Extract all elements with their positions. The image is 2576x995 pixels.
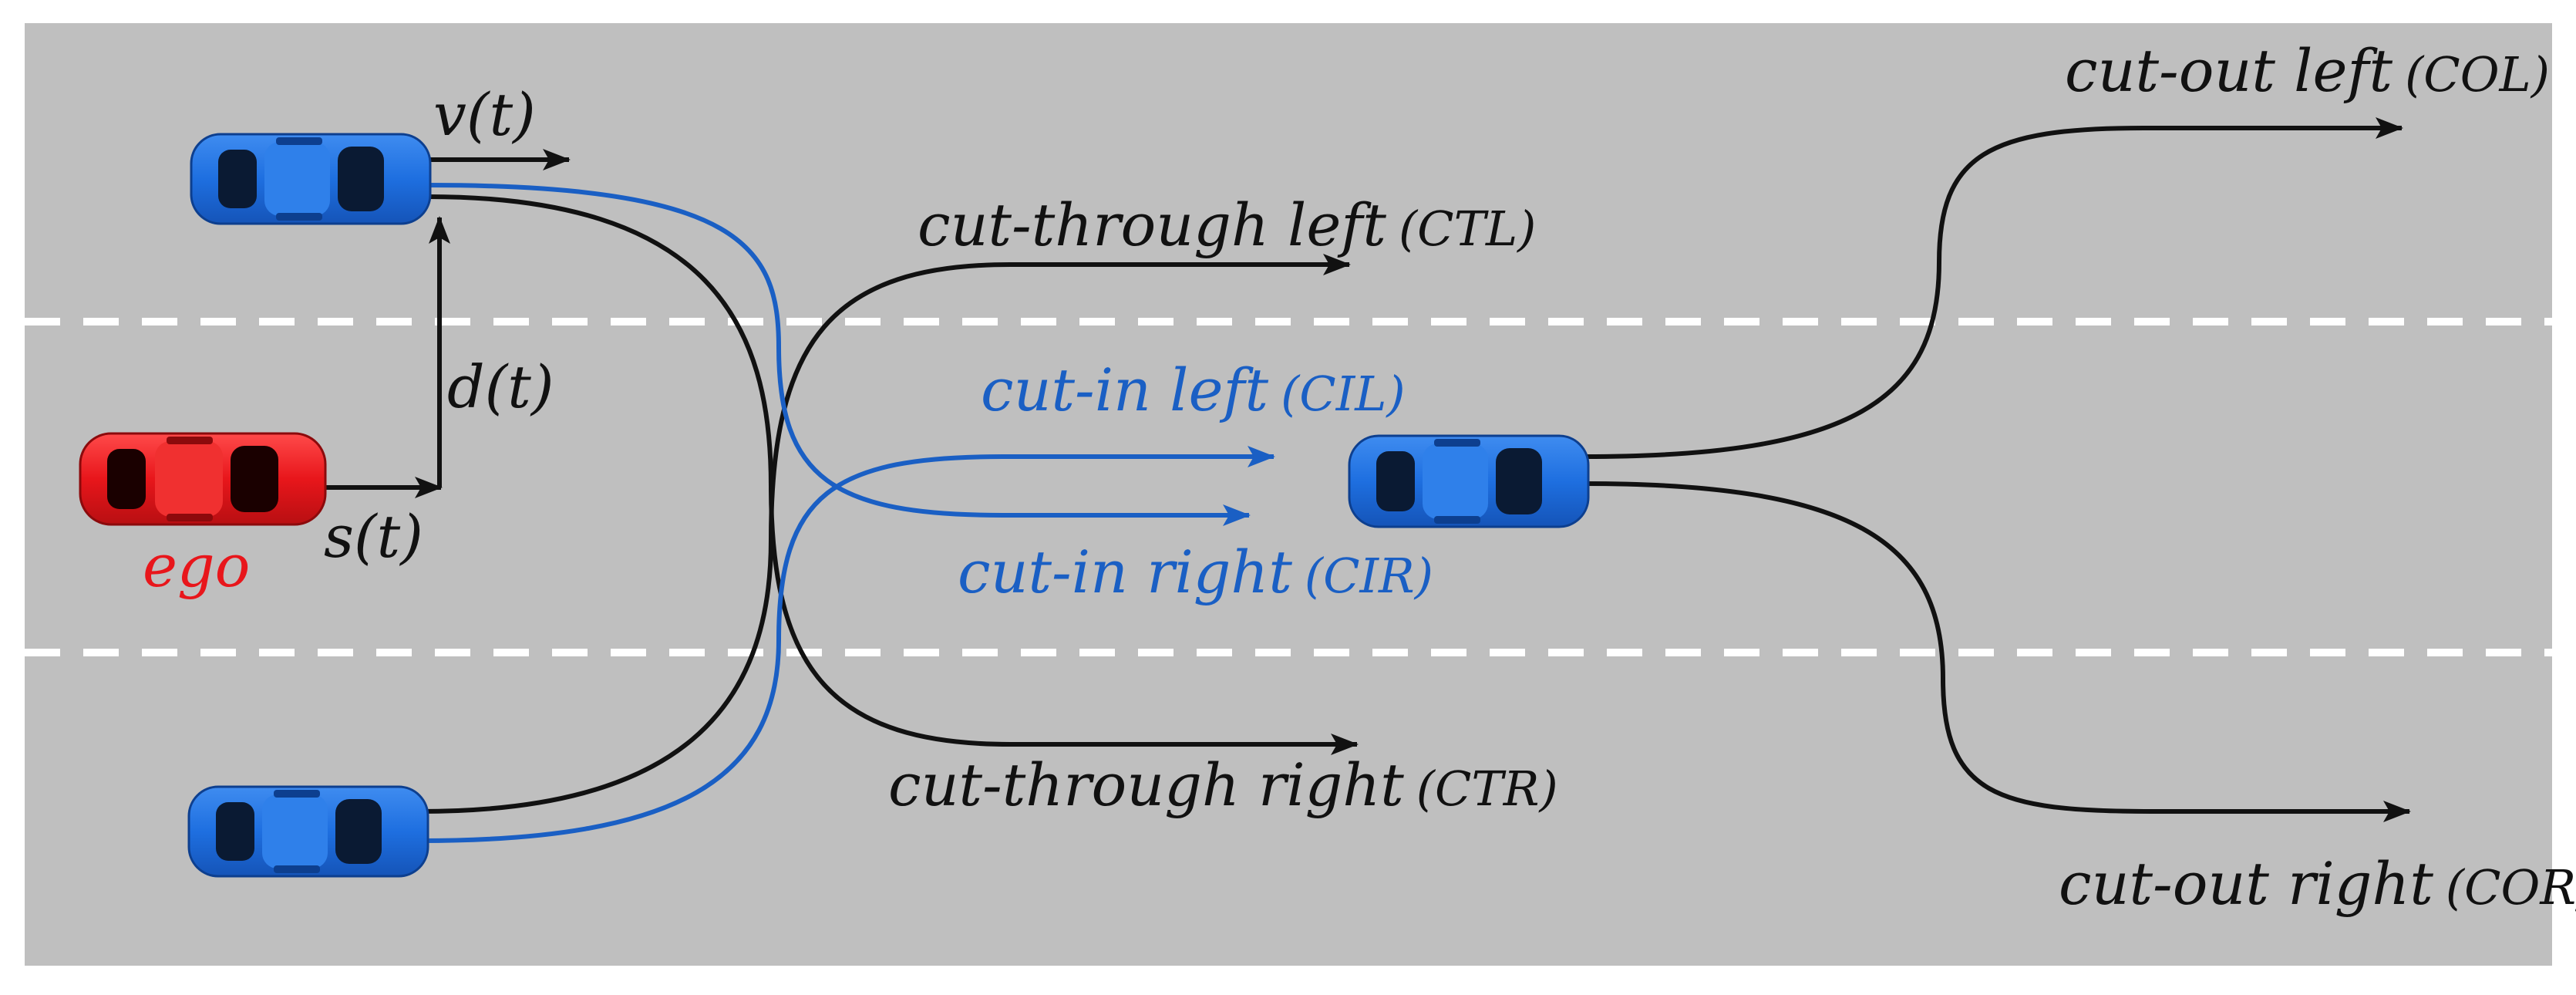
label-cut-through-right-abbr: (CTR) [1416, 761, 1558, 817]
label-cut-in-right: cut-in right(CIR) [958, 538, 1433, 606]
label-cut-through-right-name: cut-through right [888, 750, 1404, 819]
label-cut-in-left-name: cut-in left [981, 356, 1269, 424]
label-cut-out-right-name: cut-out right [2059, 849, 2433, 918]
car-bottom-left [187, 785, 429, 878]
path-cut-through-left [419, 254, 1351, 814]
label-cut-through-left: cut-through left(CTL) [918, 191, 1536, 259]
car-top-view-icon [79, 432, 327, 526]
label-cut-in-left: cut-in left(CIL) [981, 356, 1406, 424]
path-cut-in-left [419, 446, 1275, 843]
label-cut-in-right-name: cut-in right [958, 538, 1292, 606]
label-cut-out-right: cut-out right(COR) [2059, 849, 2576, 918]
label-cut-in-left-abbr: (CIL) [1281, 366, 1405, 422]
longitudinal-distance-label: s(t) [324, 502, 423, 571]
path-cut-in-right [427, 183, 1251, 526]
road-surface [25, 23, 2552, 966]
car-top-view-icon [1348, 434, 1590, 528]
label-cut-out-left-abbr: (COL) [2405, 46, 2550, 103]
label-cut-through-left-name: cut-through left [918, 191, 1386, 259]
label-cut-out-left: cut-out left(COL) [2065, 36, 2550, 105]
car-center-right [1348, 434, 1590, 528]
car-top-view-icon [190, 133, 432, 225]
car-ego [79, 432, 327, 526]
lateral-distance-label: d(t) [447, 352, 554, 421]
label-cut-through-right: cut-through right(CTR) [888, 750, 1558, 819]
car-top-view-icon [187, 785, 429, 878]
path-cut-out-left [1584, 117, 2403, 459]
ego-label: ego [143, 531, 250, 600]
velocity-label: v(t) [433, 80, 536, 149]
label-cut-out-right-abbr: (COR) [2446, 859, 2576, 916]
car-top-left [190, 133, 432, 225]
label-cut-through-left-abbr: (CTL) [1399, 201, 1536, 257]
label-cut-out-left-name: cut-out left [2065, 36, 2393, 105]
label-cut-in-right-abbr: (CIR) [1305, 548, 1433, 604]
path-cut-out-right [1584, 481, 2411, 822]
